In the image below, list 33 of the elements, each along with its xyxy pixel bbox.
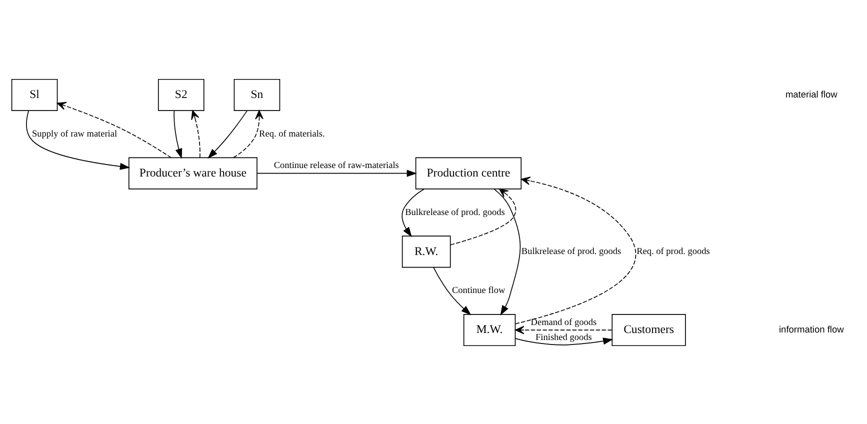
node-box: M.W. — [463, 314, 516, 346]
arrow — [56, 101, 172, 158]
legend-label: information flow — [779, 324, 844, 334]
edge-label: Continue flow — [452, 286, 506, 296]
arrow — [515, 176, 636, 324]
arrow — [450, 188, 516, 245]
arrow — [256, 169, 417, 176]
arrow — [514, 337, 614, 345]
edge-label: Demand of goods — [530, 317, 597, 328]
edge-label: Bulkrelease of prod. goods — [405, 207, 505, 218]
edge-label: Bulkrelease of prod. goods — [521, 246, 622, 257]
node-box: Production centre — [415, 156, 522, 189]
legend-label: material flow — [785, 88, 838, 99]
edge-label: Req. of materials. — [259, 129, 325, 139]
edge-label: Continue release of raw-materials — [274, 160, 399, 171]
node-box: Sl — [11, 78, 58, 110]
node-box: S2 — [158, 78, 204, 110]
edge-label: Supply of raw material — [32, 129, 118, 139]
arrow — [402, 188, 424, 237]
node-box: R.W. — [402, 235, 451, 268]
arrow — [232, 110, 264, 158]
edge-label: Finished goods — [536, 332, 592, 342]
edge-label: Req. of prod. goods — [636, 246, 710, 257]
arrow — [433, 266, 472, 315]
arrow — [191, 110, 200, 158]
arrow — [26, 110, 130, 170]
node-box: Sn — [234, 78, 280, 110]
arrow — [515, 325, 612, 334]
node-box: Customers — [612, 314, 686, 346]
arrow — [174, 110, 182, 158]
arrow — [494, 188, 521, 316]
arrow — [208, 110, 248, 158]
node-box: Producer’s ware house — [128, 156, 258, 189]
